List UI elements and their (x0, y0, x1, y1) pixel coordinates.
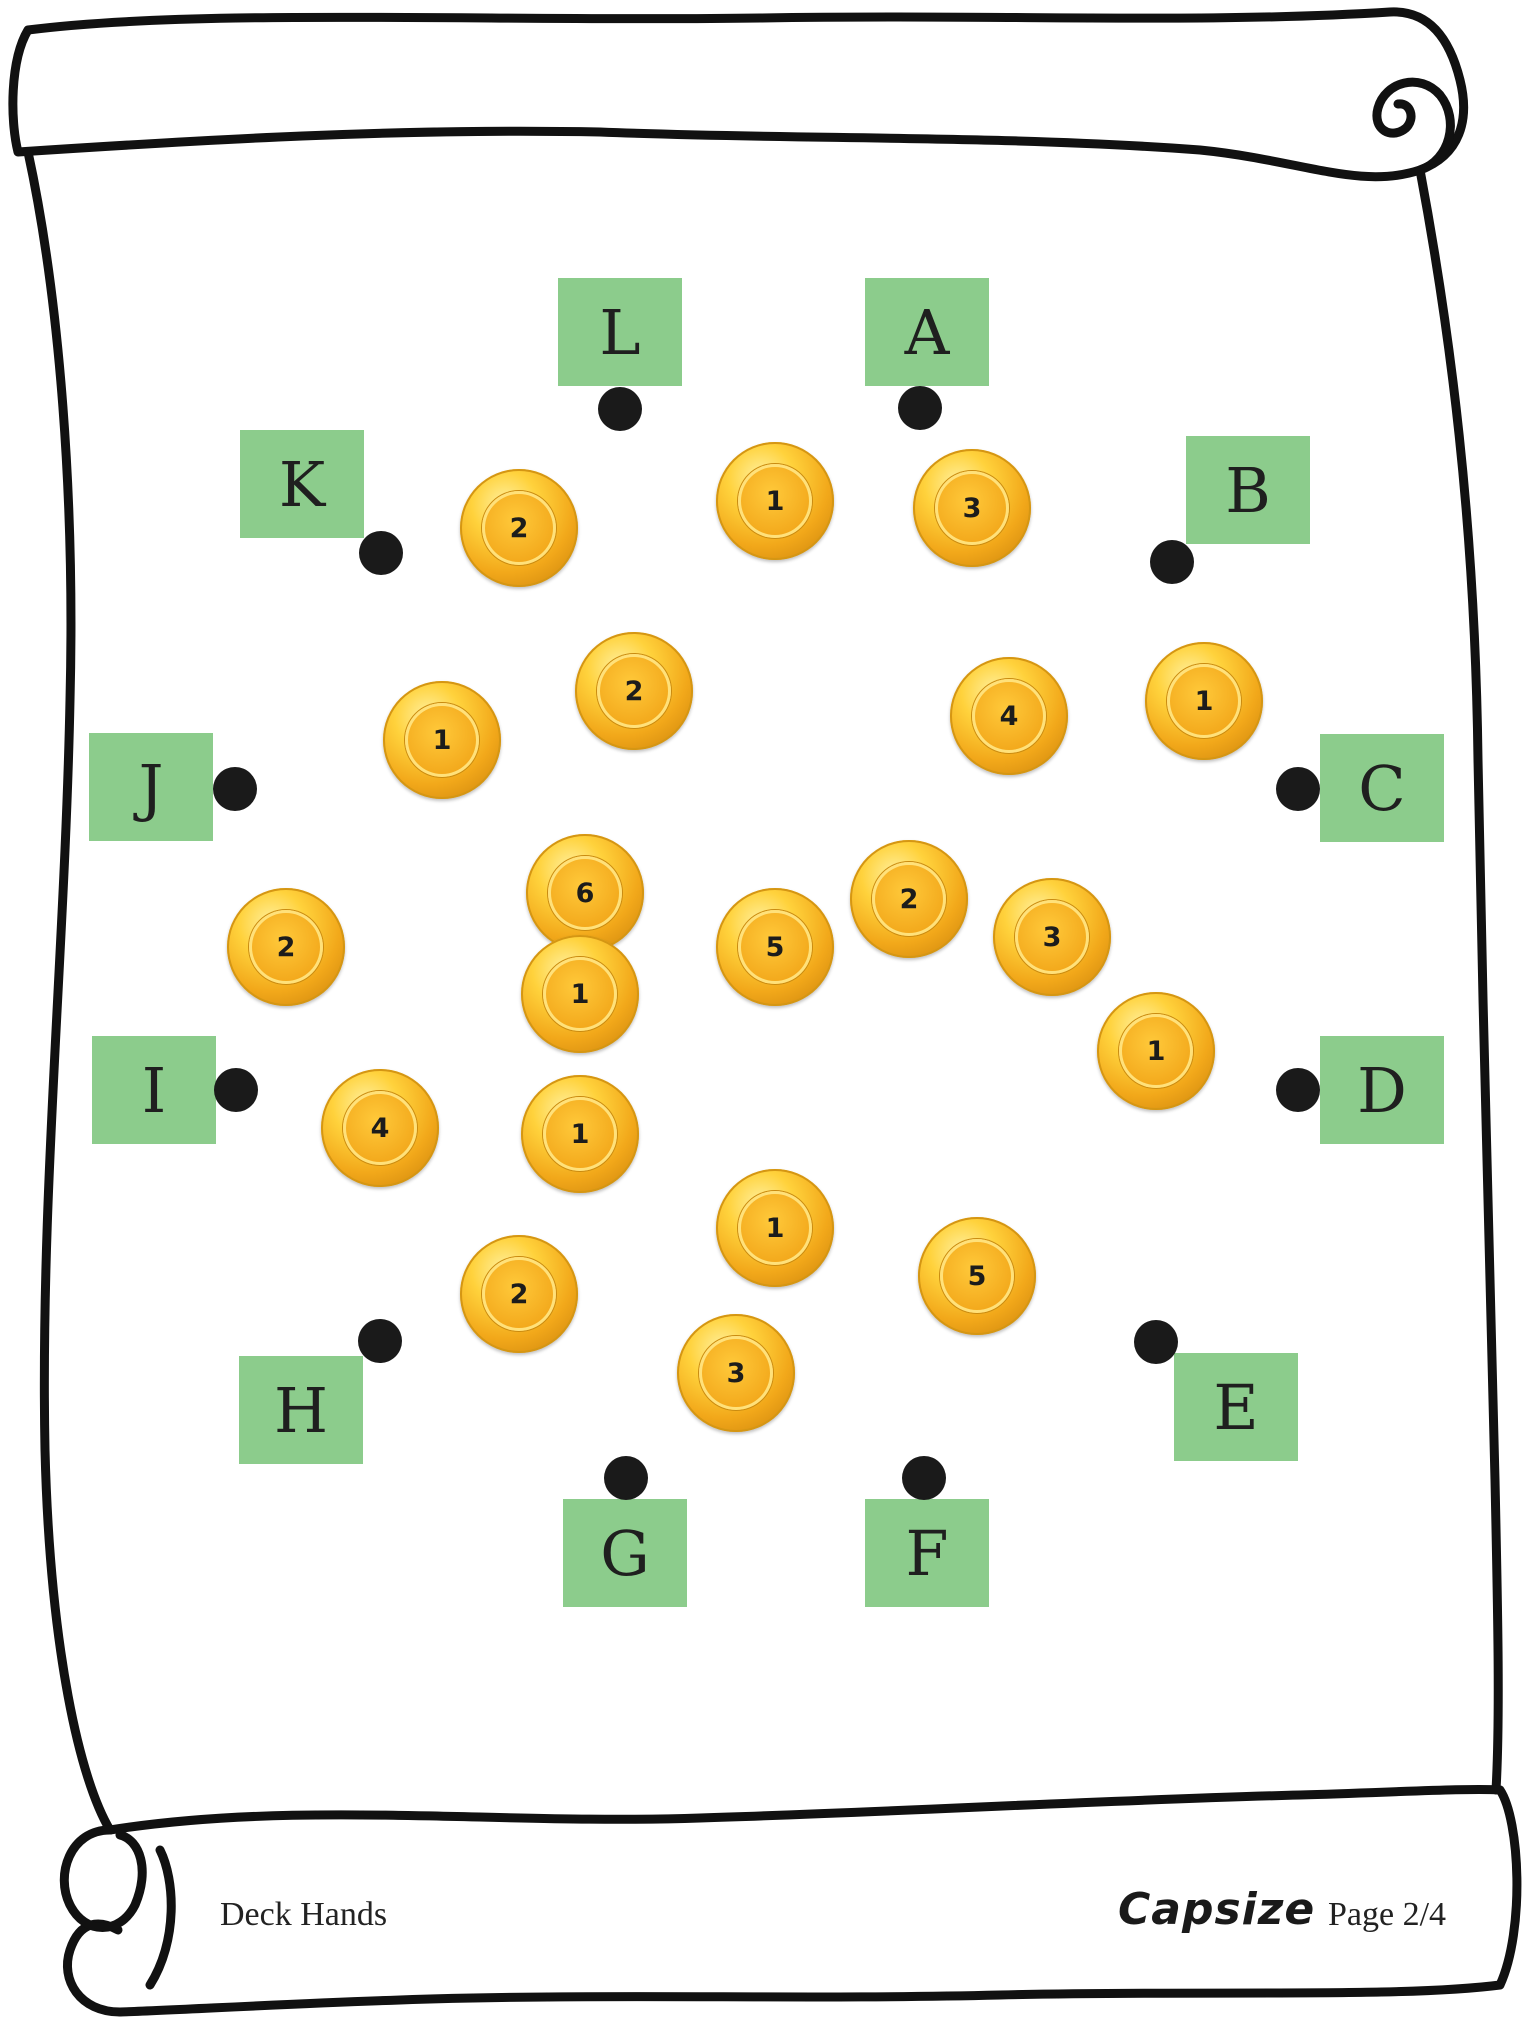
pier-label-e: E (1174, 1353, 1298, 1461)
peg-e[interactable] (1134, 1320, 1178, 1364)
coin-face: 1 (738, 464, 812, 538)
coin-value: 2 (900, 884, 919, 915)
coin-face: 4 (972, 679, 1046, 753)
pier-label-k: K (240, 430, 364, 538)
coin-value: 2 (510, 513, 529, 544)
coin-face: 5 (940, 1239, 1014, 1313)
pier-letter: D (1357, 1054, 1407, 1127)
pier-label-h: H (239, 1356, 363, 1464)
peg-b[interactable] (1150, 540, 1194, 584)
coin[interactable]: 1 (1097, 992, 1215, 1110)
coin[interactable]: 1 (1145, 642, 1263, 760)
coin-value: 2 (277, 932, 296, 963)
pier-letter: H (274, 1374, 328, 1447)
pier-letter: F (905, 1517, 948, 1590)
coin[interactable]: 4 (321, 1069, 439, 1187)
coin[interactable]: 3 (993, 878, 1111, 996)
coin-face: 2 (597, 654, 671, 728)
coin-face: 1 (405, 703, 479, 777)
pier-label-c: C (1320, 734, 1444, 842)
pier-letter: K (279, 448, 325, 521)
coin-value: 3 (963, 493, 982, 524)
coin-face: 3 (935, 471, 1009, 545)
peg-d[interactable] (1276, 1068, 1320, 1112)
coin[interactable]: 2 (460, 469, 578, 587)
coin-face: 5 (738, 910, 812, 984)
coin-value: 3 (1043, 922, 1062, 953)
coin[interactable]: 3 (677, 1314, 795, 1432)
coin-value: 1 (571, 1119, 590, 1150)
coin[interactable]: 1 (716, 442, 834, 560)
coin[interactable]: 5 (716, 888, 834, 1006)
pier-label-i: I (92, 1036, 216, 1144)
coin-value: 1 (433, 725, 452, 756)
pier-label-l: L (558, 278, 682, 386)
coin[interactable]: 2 (460, 1235, 578, 1353)
coin-face: 2 (482, 1257, 556, 1331)
coin[interactable]: 1 (521, 935, 639, 1053)
deck-hands-label: Deck Hands (220, 1896, 387, 1934)
peg-f[interactable] (902, 1456, 946, 1500)
coin-face: 1 (1119, 1014, 1193, 1088)
coin-value: 2 (510, 1279, 529, 1310)
coin[interactable]: 2 (227, 888, 345, 1006)
peg-l[interactable] (598, 387, 642, 431)
pier-letter: C (1358, 752, 1405, 825)
coin-value: 3 (727, 1358, 746, 1389)
coin-face: 2 (482, 491, 556, 565)
coin[interactable]: 5 (918, 1217, 1036, 1335)
peg-c[interactable] (1276, 767, 1320, 811)
page-number: Page 2/4 (1328, 1896, 1446, 1934)
coin-face: 4 (343, 1091, 417, 1165)
pier-label-g: G (563, 1499, 687, 1607)
coin-face: 3 (699, 1336, 773, 1410)
coin[interactable]: 2 (575, 632, 693, 750)
peg-a[interactable] (898, 386, 942, 430)
coin-value: 1 (766, 1213, 785, 1244)
pier-letter: G (600, 1517, 650, 1590)
coin-face: 1 (543, 1097, 617, 1171)
coin[interactable]: 2 (850, 840, 968, 958)
coin[interactable]: 1 (521, 1075, 639, 1193)
peg-h[interactable] (358, 1319, 402, 1363)
coin[interactable]: 1 (716, 1169, 834, 1287)
coin-value: 6 (576, 878, 595, 909)
pier-letter: I (142, 1054, 167, 1127)
pier-label-f: F (865, 1499, 989, 1607)
coin[interactable]: 4 (950, 657, 1068, 775)
pier-letter: A (905, 296, 950, 369)
pier-label-d: D (1320, 1036, 1444, 1144)
pier-letter: E (1213, 1371, 1258, 1444)
coin[interactable]: 1 (383, 681, 501, 799)
coin-face: 1 (1167, 664, 1241, 738)
coin-value: 1 (1147, 1036, 1166, 1067)
coin-value: 5 (766, 932, 785, 963)
coin[interactable]: 3 (913, 449, 1031, 567)
pier-label-a: A (865, 278, 989, 386)
coin-face: 2 (249, 910, 323, 984)
coin-value: 1 (766, 486, 785, 517)
peg-g[interactable] (604, 1456, 648, 1500)
pier-letter: L (599, 296, 640, 369)
pier-label-b: B (1186, 436, 1310, 544)
pier-letter: B (1225, 454, 1271, 527)
capsize-logo: Capsize (1118, 1884, 1315, 1935)
coin-value: 1 (1195, 686, 1214, 717)
peg-i[interactable] (214, 1068, 258, 1112)
coin-face: 6 (548, 856, 622, 930)
coin-value: 4 (1000, 701, 1019, 732)
coin-value: 2 (625, 676, 644, 707)
peg-k[interactable] (359, 531, 403, 575)
coin-value: 1 (571, 979, 590, 1010)
coin-face: 2 (872, 862, 946, 936)
peg-j[interactable] (213, 767, 257, 811)
pier-label-j: J (89, 733, 213, 841)
coin-face: 3 (1015, 900, 1089, 974)
coin-value: 4 (371, 1113, 390, 1144)
coin-face: 1 (543, 957, 617, 1031)
pier-letter: J (139, 751, 164, 824)
coin-value: 5 (968, 1261, 987, 1292)
coin-face: 1 (738, 1191, 812, 1265)
